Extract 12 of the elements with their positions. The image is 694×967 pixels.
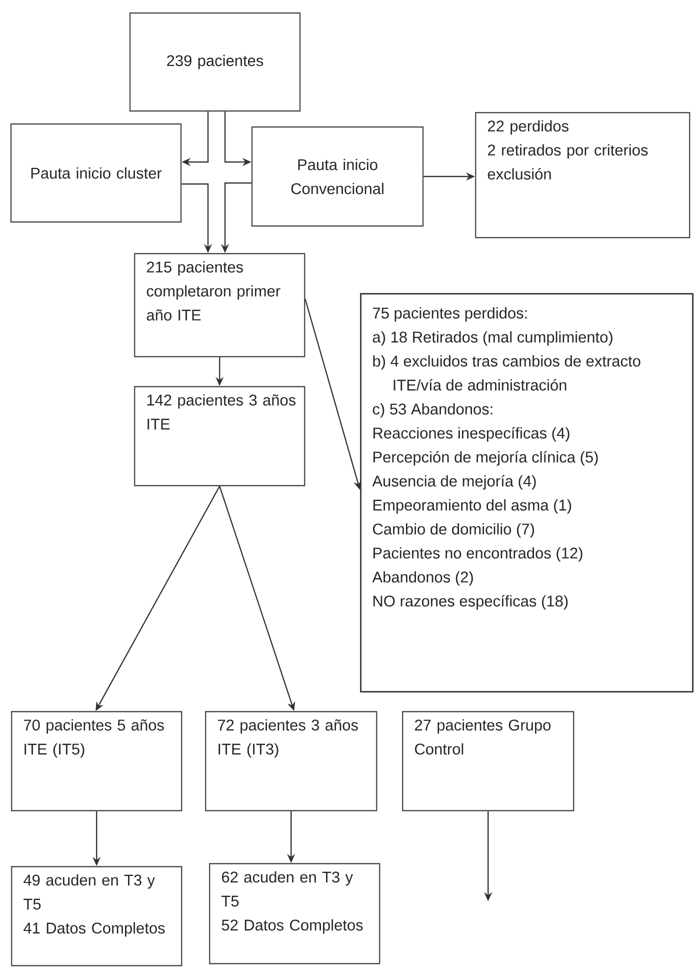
process-box: 239 pacientes: [129, 12, 301, 112]
process-box: 22 perdidos 2 retirados por criterios exclusión: [475, 112, 690, 238]
process-box: 142 pacientes 3 años ITE: [134, 386, 306, 486]
process-box: 215 pacientes completaron primer año ITE: [134, 253, 306, 358]
text-box: 75 pacientes perdidos: a) 18 Retirados (mal cumplimiento) b) 4 excluidos tras cambios de extracto ITE/vía de administración c) 53 Abandonos: Reacciones inespecíficas (4) Percepción de mejoría clínica (5) Ausencia de mejoría (4) Empeoramiento del asma (1) Cambio de domicilio (7) Pacientes no encontrados (12) Abandonos (2) NO razones específicas (18): [360, 293, 694, 692]
process-box: 70 pacientes 5 años ITE (IT5): [11, 711, 182, 812]
process-box: 72 pacientes 3 años ITE (IT3): [205, 711, 378, 812]
process-box: Pauta inicio cluster: [10, 123, 182, 223]
process-box: Pauta inicio Convencional: [251, 126, 424, 227]
process-box: 49 acuden en T3 y T5 41 Datos Completos: [11, 866, 182, 966]
process-box: 27 pacientes Grupo Control: [402, 711, 574, 812]
process-box: 62 acuden en T3 y T5 52 Datos Completos: [209, 863, 380, 964]
